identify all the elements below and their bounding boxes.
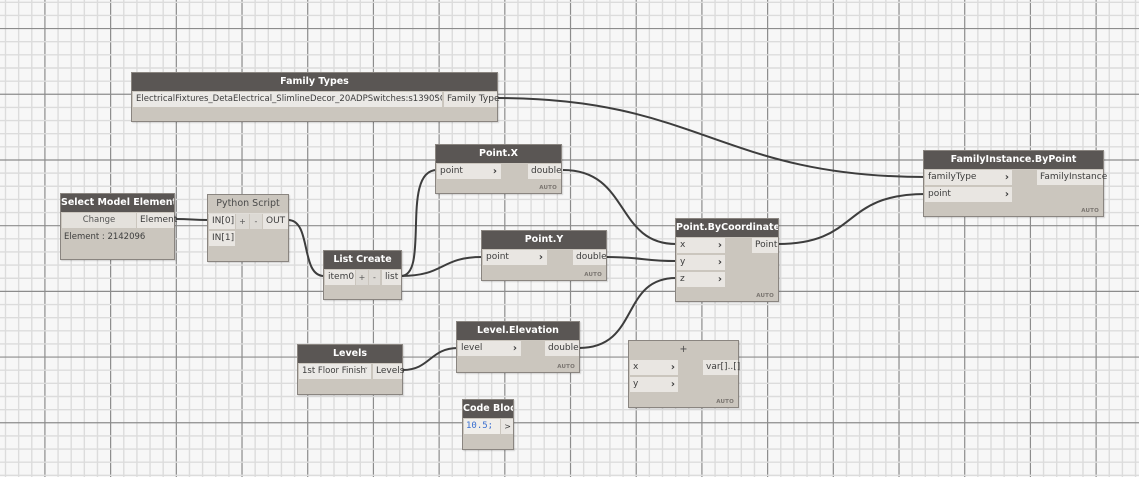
lacing-label[interactable]: AUTO — [1081, 208, 1099, 214]
chevron-right-icon: › — [717, 257, 722, 268]
node-title: Level.Elevation — [457, 322, 579, 340]
node-levels[interactable]: Levels 1st Floor Finish ˅ Levels — [297, 344, 404, 395]
chevron-right-icon: › — [512, 343, 517, 354]
node-title: Code Block — [463, 400, 513, 418]
code-editor[interactable]: 10.5; — [464, 419, 500, 434]
chevron-right-icon: › — [1004, 189, 1009, 200]
input-port-familytype[interactable]: familyType › — [925, 170, 1012, 185]
chevron-right-icon: › — [670, 379, 675, 390]
node-title: Select Model Element — [61, 194, 174, 212]
remove-input-button[interactable]: - — [369, 270, 380, 285]
output-port-list[interactable]: list — [382, 270, 401, 285]
input-port-point[interactable]: point › — [925, 187, 1012, 202]
node-point-x[interactable]: Point.X point › double AUTO — [435, 144, 562, 194]
input-port-in0[interactable]: IN[0] — [209, 214, 235, 229]
lacing-label[interactable]: AUTO — [557, 364, 575, 370]
chevron-down-icon[interactable]: ˅ — [435, 95, 440, 103]
node-title: Family Types — [132, 73, 497, 91]
lacing-label[interactable]: AUTO — [716, 399, 734, 405]
port-label: z — [680, 274, 685, 284]
port-label: familyType — [928, 172, 977, 182]
node-title: List Create — [324, 251, 401, 269]
node-title: FamilyInstance.ByPoint — [924, 151, 1103, 169]
output-port-levels[interactable]: Levels — [373, 364, 404, 379]
output-port-double[interactable]: double — [573, 250, 607, 265]
node-familyinstance-by-point[interactable]: FamilyInstance.ByPoint familyType › point… — [923, 150, 1107, 217]
chevron-right-icon: › — [717, 274, 722, 285]
node-title: Point.Y — [482, 231, 606, 249]
node-title: Point.X — [436, 145, 561, 163]
lacing-label[interactable]: AUTO — [756, 293, 774, 299]
chevron-right-icon: › — [538, 252, 543, 263]
node-title: + — [629, 341, 738, 359]
element-info: Element : 2142096 — [64, 232, 146, 242]
output-port-familyinstance[interactable]: FamilyInstance — [1037, 170, 1107, 185]
input-port-point[interactable]: point › — [437, 164, 501, 179]
input-port-in1[interactable]: IN[1] — [209, 231, 235, 246]
chevron-right-icon: › — [670, 362, 675, 373]
output-port-var[interactable]: var[]..[] — [703, 360, 740, 375]
node-point-y[interactable]: Point.Y point › double AUTO — [481, 230, 607, 281]
output-port-family-type[interactable]: Family Type — [444, 92, 500, 107]
remove-input-button[interactable]: - — [250, 214, 262, 229]
port-label: y — [680, 257, 686, 267]
port-label: point — [486, 252, 509, 262]
input-port-y[interactable]: y› — [677, 255, 725, 270]
output-port-double[interactable]: double — [545, 341, 579, 356]
output-port[interactable]: > — [501, 419, 513, 434]
node-select-model-element[interactable]: Select Model Element Change Element Elem… — [60, 193, 177, 260]
input-port-level[interactable]: level › — [458, 341, 521, 356]
input-port-x[interactable]: x› — [630, 360, 678, 375]
output-port-double[interactable]: double — [528, 164, 562, 179]
family-type-dropdown[interactable]: ElectricalFixtures_DetaElectrical_Slimli… — [133, 92, 442, 107]
input-port-item0[interactable]: item0 — [325, 270, 355, 285]
chevron-right-icon: › — [492, 166, 497, 177]
port-label: x — [680, 240, 686, 250]
output-port-out[interactable]: OUT — [263, 214, 288, 229]
node-title: Levels — [298, 345, 402, 363]
node-list-create[interactable]: List Create item0 + - list — [323, 250, 402, 300]
lacing-label[interactable]: AUTO — [539, 185, 557, 191]
output-port-point[interactable]: Point — [752, 238, 778, 253]
node-add[interactable]: + x› y› var[]..[] AUTO — [628, 340, 740, 408]
node-title: Python Script — [208, 195, 288, 214]
lacing-label[interactable]: AUTO — [584, 272, 602, 278]
input-port-x[interactable]: x› — [677, 238, 725, 253]
node-point-by-coordinates[interactable]: Point.ByCoordinates x› y› z› Point AUTO — [675, 218, 779, 302]
port-label: y — [633, 379, 639, 389]
port-label: level — [461, 343, 483, 353]
dropdown-value: ElectricalFixtures_DetaElectrical_Slimli… — [136, 94, 442, 104]
port-label: point — [440, 166, 463, 176]
port-label: point — [928, 189, 951, 199]
chevron-down-icon[interactable]: ˅ — [364, 367, 369, 375]
level-dropdown[interactable]: 1st Floor Finish ˅ — [299, 364, 371, 379]
chevron-right-icon: › — [1004, 172, 1009, 183]
node-family-types[interactable]: Family Types ElectricalFixtures_DetaElec… — [131, 72, 500, 122]
change-button[interactable]: Change — [62, 213, 136, 228]
add-input-button[interactable]: + — [356, 270, 368, 285]
node-code-block[interactable]: Code Block 10.5; > — [462, 399, 514, 450]
input-port-z[interactable]: z› — [677, 272, 725, 287]
add-input-button[interactable]: + — [236, 214, 249, 229]
port-label: x — [633, 362, 639, 372]
dropdown-value: 1st Floor Finish — [302, 366, 366, 376]
chevron-right-icon: › — [717, 240, 722, 251]
input-port-y[interactable]: y› — [630, 377, 678, 392]
node-level-elevation[interactable]: Level.Elevation level › double AUTO — [456, 321, 580, 373]
input-port-point[interactable]: point › — [483, 250, 547, 265]
node-python-script[interactable]: Python Script IN[0] + - OUT IN[1] — [207, 194, 289, 262]
node-title: Point.ByCoordinates — [676, 219, 778, 237]
output-port-element[interactable]: Element — [137, 213, 177, 228]
